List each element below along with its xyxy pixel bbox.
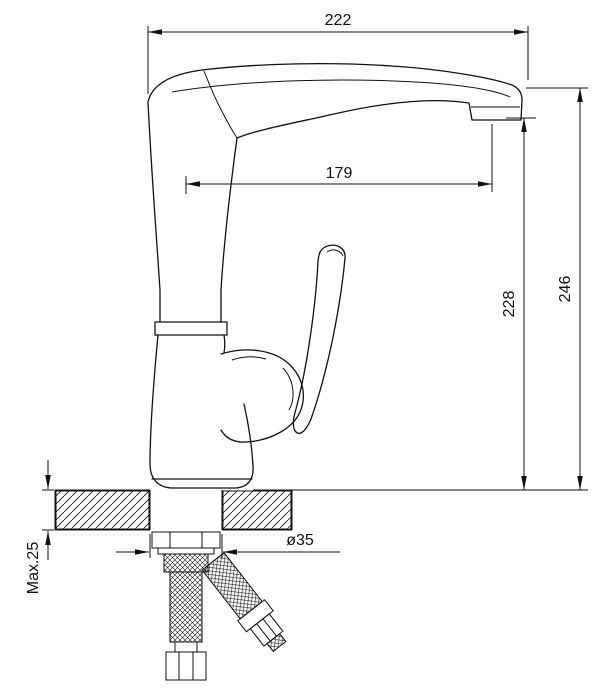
dimension-overall-width: 222 <box>147 12 529 94</box>
dim-deck-extensions <box>42 489 54 531</box>
dimension-spout-height: 228 <box>501 117 536 490</box>
countertop-section <box>54 489 588 531</box>
dimension-overall-height: 246 <box>526 87 588 490</box>
dim-179-label: 179 <box>326 165 353 182</box>
dim-hole-label: ø35 <box>286 532 314 549</box>
hose-tip-angled <box>266 632 287 653</box>
faucet-outline <box>147 63 523 323</box>
handle-lever <box>292 244 346 434</box>
hex-nut-vertical <box>165 651 207 681</box>
hose-fitting-angled <box>237 599 274 633</box>
threaded-shank <box>163 553 209 573</box>
cartridge-housing <box>220 349 304 443</box>
washer <box>157 547 215 555</box>
counter-hatch-right <box>222 490 292 530</box>
lock-nut <box>151 531 221 549</box>
dim-246-label: 246 <box>557 276 574 303</box>
dim-222-extensions <box>147 26 529 94</box>
counter-outline <box>54 489 588 531</box>
dim-222-label: 222 <box>325 12 352 29</box>
dim-hole-ticks <box>149 534 223 558</box>
handle-cap-line <box>326 249 344 257</box>
counter-hatch-left <box>55 490 150 530</box>
dim-deck-label: Max.25 <box>25 542 42 595</box>
dimension-deck-thickness: Max.25 <box>25 460 54 594</box>
body-collar <box>154 321 228 336</box>
dimension-hole-diameter: ø35 <box>116 532 340 558</box>
hex-nut-angled <box>249 613 284 647</box>
hose-braid-vertical <box>169 571 203 643</box>
hose-fitting-vertical <box>174 641 198 653</box>
dim-228-label: 228 <box>501 291 518 318</box>
housing-detail-arcs <box>231 356 294 411</box>
faucet-body <box>147 63 523 489</box>
base-body <box>149 334 254 489</box>
spout-detail-lines <box>171 70 520 139</box>
supply-hose-vertical <box>165 571 207 681</box>
dimension-spout-reach: 179 <box>185 124 493 194</box>
supply-hose-angled <box>201 552 287 653</box>
